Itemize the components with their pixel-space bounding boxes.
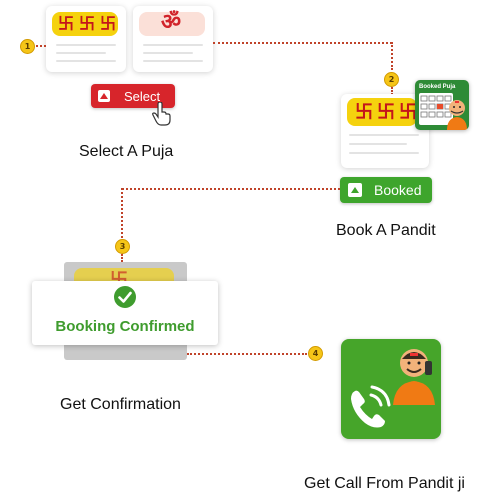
step-1-badge: 1 (20, 39, 35, 54)
cursor-hand-icon (152, 101, 172, 131)
swastika-icon: 卐 (58, 14, 75, 33)
connector-line (391, 42, 393, 70)
book-icon (348, 183, 362, 197)
swastika-icon: 卐 (100, 14, 117, 33)
select-button-label: Select (124, 88, 161, 104)
check-circle-icon (113, 285, 137, 314)
connector-line (187, 353, 307, 355)
connector-line (213, 42, 392, 44)
step-4-badge: 4 (308, 346, 323, 361)
calendar-icon: Booked Puja (415, 80, 469, 130)
swastika-icon: 卐 (377, 102, 395, 123)
pandit-icon (387, 339, 441, 410)
om-icon: ॐ (161, 10, 182, 35)
connector-line (36, 45, 46, 47)
step-3-badge: 3 (115, 239, 130, 254)
step-4-label: Get Call From Pandit ji (304, 475, 465, 492)
booking-confirmed-card: Booking Confirmed (32, 281, 218, 345)
puja-card-right: ॐ (133, 6, 213, 72)
call-tile (341, 339, 441, 439)
connector-line (121, 188, 123, 238)
step-3-label: Get Confirmation (60, 396, 181, 413)
pandit-card-banner (347, 98, 417, 126)
connector-line (121, 254, 123, 262)
puja-card-banner (52, 12, 118, 36)
step-2-badge: 2 (384, 72, 399, 87)
book-icon (98, 90, 110, 102)
swastika-icon: 卐 (355, 102, 373, 123)
puja-card-banner (139, 12, 205, 36)
pandit-icon (445, 96, 469, 130)
swastika-icon: 卐 (399, 102, 417, 123)
step-1-label: Select A Puja (79, 143, 174, 160)
phone-icon (343, 379, 397, 438)
swastika-icon: 卐 (79, 14, 96, 33)
step-2-label: Book A Pandit (336, 222, 436, 239)
connector-line (391, 87, 393, 95)
connector-line (122, 188, 340, 190)
pandit-card: 卐 卐 卐 (341, 94, 429, 168)
booking-confirmed-text: Booking Confirmed (55, 318, 195, 335)
booked-button-label: Booked (374, 182, 422, 198)
puja-card-left: 卐 卐 卐 (46, 6, 126, 72)
booked-button[interactable]: Booked (340, 177, 432, 203)
calendar-title: Booked Puja (419, 84, 456, 90)
